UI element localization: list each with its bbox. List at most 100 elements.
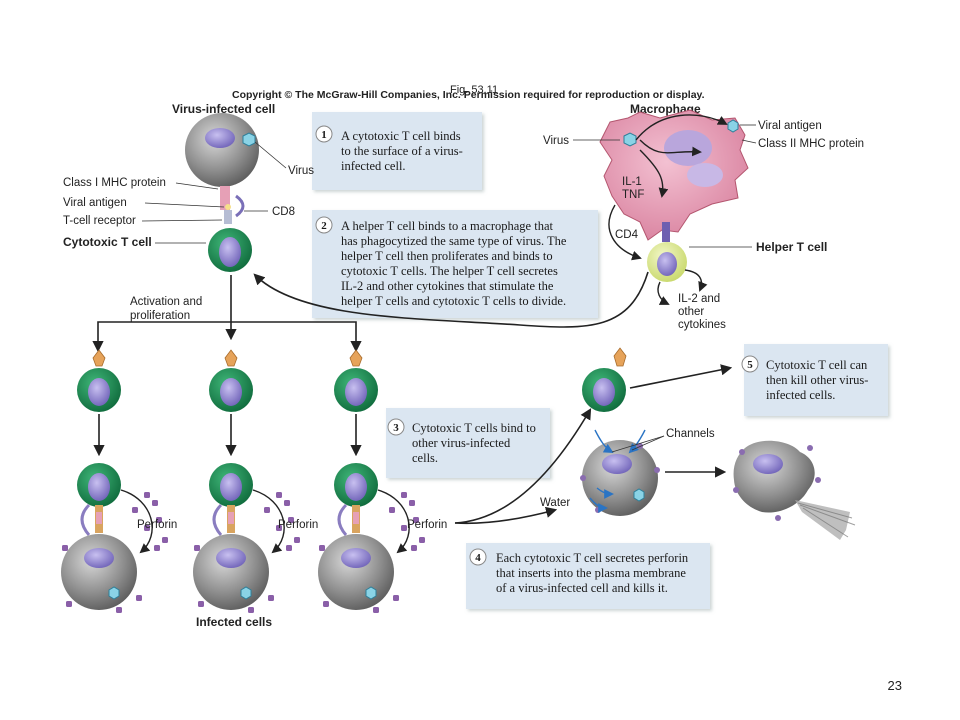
dead-cell [733,440,856,540]
perforin-granule [401,525,407,531]
step-5-line-1: Cytotoxic T cell can [766,358,868,372]
perforin-granule [132,507,138,513]
perforin-granule [154,545,160,551]
perforin-granule [194,545,200,551]
figure-label: Fig. 53.11 [450,84,498,96]
perforin-granule [413,517,419,523]
infected-cell [61,534,137,610]
step-5-line-2: then kill other virus- [766,373,868,387]
virus-label: Virus [288,165,314,177]
cd8-label: CD8 [272,206,295,218]
infected-cells-label: Infected cells [196,615,272,629]
step-1-number: 1 [321,129,327,141]
perforin-granule [319,545,325,551]
perforin-granule [144,492,150,498]
step-4-line-1: Each cytotoxic T cell secretes perforin [496,551,689,565]
perforin-granule [268,595,274,601]
lysing-cell [580,440,660,516]
column-1 [61,349,168,613]
activation-label-2: proliferation [130,310,190,322]
perforin-granule [152,500,158,506]
virus-particle-icon [242,132,256,147]
perforin-granule [264,507,270,513]
perforin-granule [66,601,72,607]
cytotoxic-t-cell-label: Cytotoxic T cell [63,235,152,249]
perforin-granule [276,525,282,531]
step-2-line-3: helper T cell then proliferates and bind… [341,249,553,263]
perforin-granule [62,545,68,551]
perforin-granule [393,595,399,601]
step-1-line-1: A cytotoxic T cell binds [341,129,461,143]
water-label: Water [540,497,570,509]
step-2-line-2: has phagocytized the same type of virus.… [341,234,567,248]
step-3-number: 3 [393,422,399,434]
step-4-line-2: that inserts into the plasma membrane [496,566,686,580]
helper-t-cell-label: Helper T cell [756,240,827,254]
perforin-granule [411,545,417,551]
step-2-number: 2 [321,220,327,232]
step-3-line-3: cells. [412,451,438,465]
perforin-granule [286,545,292,551]
perforin-granule [323,601,329,607]
step-4-line-3: of a virus-infected cell and kills it. [496,581,668,595]
svg-text:A helper T cell binds to a mac: A helper T cell binds to a macrophage th… [341,219,567,308]
perforin-label-1: Perforin [137,519,177,531]
step-4-number: 4 [475,552,481,564]
page-number: 23 [888,678,902,693]
perforin-granule [248,607,254,613]
perforin-label-2: Perforin [278,519,318,531]
il2-label-1: IL-2 and [678,293,720,305]
perforin-granule [419,537,425,543]
t-cell-receptor-label: T-cell receptor [63,215,136,227]
column-3 [318,349,425,613]
step-1-line-3: infected cell. [341,159,406,173]
mhc-receptor-complex [220,186,245,224]
perforin-granule [116,607,122,613]
perforin-granule [198,601,204,607]
perforin-granule [389,507,395,513]
svg-text:Each cytotoxic T cell secretes: Each cytotoxic T cell secretes perforint… [496,551,689,595]
virus-infected-cell-label: Virus-infected cell [172,102,275,116]
perforin-granule [144,525,150,531]
activation-label-1: Activation and [130,296,202,308]
step-3-line-1: Cytotoxic T cells bind to [412,421,536,435]
step-5-number: 5 [747,359,753,371]
step-3-line-2: other virus-infected [412,436,511,450]
helper-t-cell [647,222,687,282]
copyright-line: Copyright © The McGraw-Hill Companies, I… [232,89,705,101]
channels-label: Channels [666,428,715,440]
cytotoxic-t-cell-free [582,347,627,412]
viral-antigen-label: Viral antigen [63,197,127,209]
perforin-granule [401,492,407,498]
perforin-granule [276,492,282,498]
virus-infected-cell [185,113,259,187]
step-1-line-2: to the surface of a virus- [341,144,463,158]
step-2-line-5: IL-2 and other cytokines that stimulate … [341,279,554,293]
il1-label: IL-1 [622,176,642,188]
class1-mhc-label: Class I MHC protein [63,177,166,189]
macrophage-virus-icon [623,132,637,147]
cytotoxic-t-cell-top [208,228,252,272]
macrophage-virus-label: Virus [543,135,569,147]
step-4-box: 4 Each cytotoxic T cell secretes perfori… [466,543,710,609]
perforin-label-3: Perforin [407,519,447,531]
perforin-granule [373,607,379,613]
step-2-line-1: A helper T cell binds to a macrophage th… [341,219,554,233]
step-2-line-6: helper T cells and cytotoxic T cells to … [341,294,566,308]
class2-mhc-label: Class II MHC protein [758,138,864,150]
step-2-line-4: cytotoxic T cells. The helper T cell sec… [341,264,558,278]
perforin-granule [284,500,290,506]
tnf-label: TNF [622,189,644,201]
step-5-line-3: infected cells. [766,388,835,402]
il2-label-2: other [678,306,704,318]
column-2 [193,349,300,613]
